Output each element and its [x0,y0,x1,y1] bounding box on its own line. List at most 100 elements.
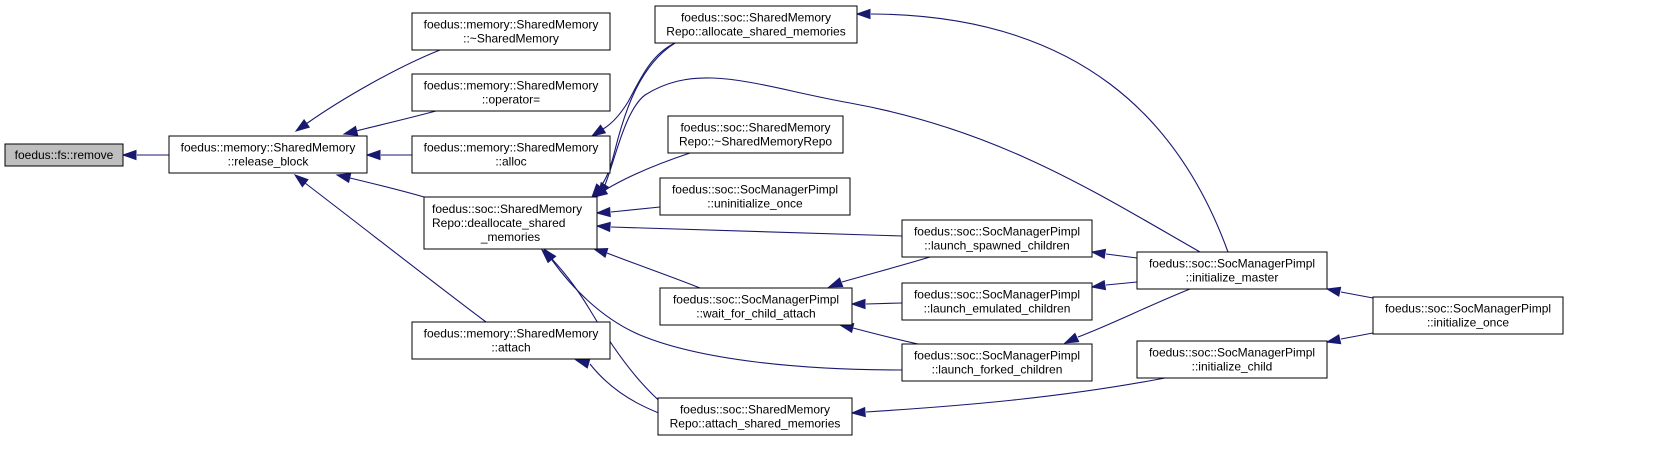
nodes-layer: foedus::fs::removefoedus::memory::Shared… [4,5,1564,436]
node-smp-initialize-child[interactable]: foedus::soc::SocManagerPimpl::initialize… [1136,340,1328,379]
edge-line [841,256,931,283]
node-label-line: foedus::soc::SocManagerPimpl [914,225,1080,239]
node-label-line: Repo::~SharedMemoryRepo [679,135,832,149]
node-sm-attach[interactable]: foedus::memory::SharedMemory::attach [411,321,611,360]
edge-arrowhead [595,206,611,218]
edge-smp_initialize_master-to-smp_launch_spawned [1090,248,1138,260]
edge-line [865,377,1166,413]
edge-smp_initialize_master-to-smp_launch_emulated [1090,279,1138,291]
edge-arrowhead [574,358,591,369]
edge-arrowhead [1325,286,1342,297]
edge-sm_dtor-to-sm_release_block [294,49,441,132]
node-label-line: foedus::soc::SharedMemory [680,403,830,417]
edge-line [852,327,919,345]
node-smp-initialize-once[interactable]: foedus::soc::SocManagerPimpl::initialize… [1372,296,1564,335]
edge-line [551,259,903,371]
node-label-line: foedus::soc::SharedMemory [680,121,830,135]
edge-line [1340,332,1374,340]
edge-smp_launch_emulated-to-smp_wait_for_child_attach [850,298,903,310]
node-sm-operator-eq[interactable]: foedus::memory::SharedMemory::operator= [411,73,611,112]
node-box [901,282,1093,321]
edge-arrowhead [121,149,137,161]
node-smp-launch-emulated[interactable]: foedus::soc::SocManagerPimpl::launch_emu… [901,282,1093,321]
node-label-line: foedus::memory::SharedMemory [424,79,599,93]
node-label-line: Repo::attach_shared_memories [670,417,841,431]
edge-arrowhead [850,298,866,310]
edge-arrowhead [595,221,611,233]
node-box [901,219,1093,258]
edge-smp_launch_spawned-to-smp_wait_for_child_attach [827,256,931,288]
node-label-line: foedus::memory::SharedMemory [424,327,599,341]
node-box [411,73,611,112]
edge-line [610,206,661,213]
node-sm-alloc[interactable]: foedus::memory::SharedMemory::alloc [411,135,611,174]
edge-smp_initialize_master-to-smr_allocate [855,8,1229,253]
edge-sm_alloc-to-sm_release_block [365,149,412,161]
edge-arrowhead [335,172,352,184]
node-label-line: ::attach [491,341,530,355]
node-box [1136,251,1328,290]
node-smr-attach[interactable]: foedus::soc::SharedMemoryRepo::attach_sh… [657,397,853,436]
edge-arrowhead [1325,334,1342,345]
edge-arrowhead [1090,248,1107,260]
edge-arrowhead [592,247,609,258]
edge-arrowhead [293,174,309,188]
node-label-line: ::launch_forked_children [932,363,1063,377]
edge-arrowhead [1063,332,1080,344]
edge-line [1105,253,1138,259]
edge-arrowhead [850,406,866,418]
node-box [1372,296,1564,335]
node-label-line: foedus::soc::SocManagerPimpl [1385,302,1551,316]
node-smp-uninitialize-once[interactable]: foedus::soc::SocManagerPimpl::uninitiali… [659,177,851,216]
node-box [411,135,611,174]
edge-arrowhead [597,181,610,198]
edge-line [606,252,701,289]
edge-smp_initialize_child-to-smr_attach [850,377,1166,418]
node-label-line: ::launch_emulated_children [924,302,1071,316]
edge-sm_release_block-to-fs_remove [121,149,169,161]
edge-line [349,177,425,198]
node-smp-launch-spawned[interactable]: foedus::soc::SocManagerPimpl::launch_spa… [901,219,1093,258]
edge-smp_initialize_master-to-smr_deallocate [597,77,1201,253]
edge-line [304,182,487,323]
edge-line [870,13,1229,253]
node-smp-launch-forked[interactable]: foedus::soc::SocManagerPimpl::launch_for… [901,343,1093,382]
node-fs-remove: foedus::fs::remove [4,143,124,167]
node-sm-release-block[interactable]: foedus::memory::SharedMemory::release_bl… [168,135,368,174]
node-label-line: ::operator= [482,93,540,107]
node-label-line: foedus::soc::SocManagerPimpl [672,183,838,197]
node-smr-allocate[interactable]: foedus::soc::SharedMemoryRepo::allocate_… [654,5,858,44]
edge-line [610,226,903,237]
node-label-line: _memories [480,230,540,244]
node-box [659,287,853,326]
edge-arrowhead [1090,279,1107,291]
node-box [901,343,1093,382]
edge-sm_attach-to-sm_release_block [293,174,487,323]
node-label-line: foedus::fs::remove [15,148,114,162]
node-label-line: ::wait_for_child_attach [696,307,815,321]
node-box [168,135,368,174]
node-label-line: ::release_block [228,155,310,169]
edge-smr_deallocate-to-sm_release_block [335,172,425,198]
edge-arrowhead [365,149,381,161]
edge-arrowhead [827,277,844,288]
node-label-line: ::launch_spawned_children [924,239,1069,253]
edge-line [1105,281,1138,286]
node-box [411,12,611,51]
node-smr-dtor[interactable]: foedus::soc::SharedMemoryRepo::~SharedMe… [667,115,844,154]
edge-smp_initialize_once-to-smp_initialize_master [1325,286,1374,299]
edge-arrowhead [540,248,556,264]
node-box [654,5,858,44]
node-label-line: foedus::soc::SocManagerPimpl [1149,257,1315,271]
edge-sm_operator_eq-to-sm_release_block [342,110,437,136]
node-smp-initialize-master[interactable]: foedus::soc::SocManagerPimpl::initialize… [1136,251,1328,290]
edge-line [602,42,676,130]
node-smp-wait-for-child-attach[interactable]: foedus::soc::SocManagerPimpl::wait_for_c… [659,287,853,326]
edge-smp_launch_forked-to-smr_deallocate [540,248,903,371]
node-smr-deallocate[interactable]: foedus::soc::SharedMemoryRepo::deallocat… [423,196,598,250]
node-sm-dtor[interactable]: foedus::memory::SharedMemory::~SharedMem… [411,12,611,51]
edge-smp_launch_forked-to-smp_wait_for_child_attach [838,322,919,345]
node-label-line: foedus::memory::SharedMemory [424,141,599,155]
node-label-line: ::initialize_once [1427,316,1509,330]
node-label-line: foedus::memory::SharedMemory [181,141,356,155]
